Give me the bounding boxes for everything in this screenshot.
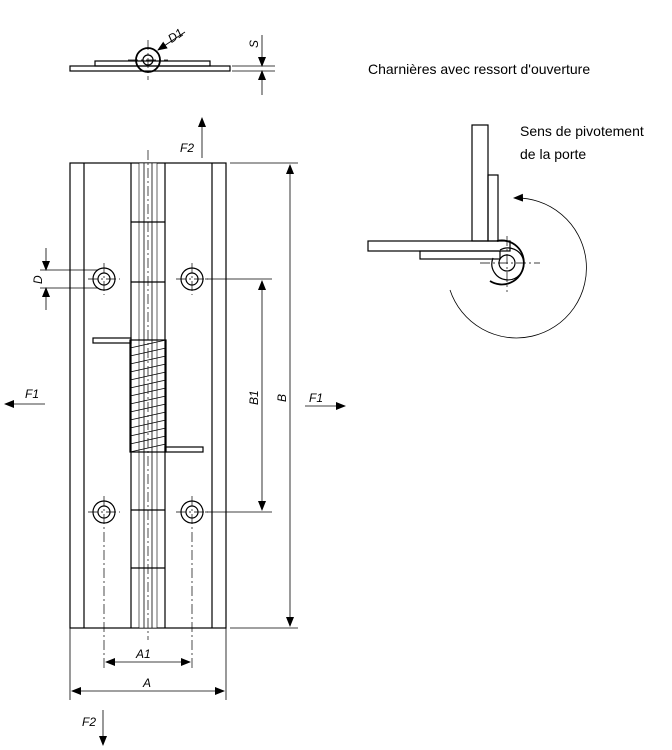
dim-b1 xyxy=(205,278,272,513)
dim-a1-label: A1 xyxy=(135,647,151,661)
hinge-profile-view xyxy=(69,31,275,95)
pivot-text-line1: Sens de pivotement xyxy=(520,123,644,139)
caption-text: Charnières avec ressort d'ouverture xyxy=(368,61,590,77)
dim-a xyxy=(69,628,227,700)
pivot-detail-view xyxy=(367,124,587,339)
dim-a-label: A xyxy=(142,676,151,690)
dim-d xyxy=(40,248,98,310)
hinge-front-view xyxy=(69,150,227,670)
pivot-text-line2: de la porte xyxy=(520,146,586,162)
dim-d-label: D xyxy=(31,275,45,284)
force-f2-bottom-label: F2 xyxy=(82,715,96,729)
force-arrows xyxy=(4,117,346,746)
dim-b1-label: B1 xyxy=(247,390,261,405)
force-f2-top-label: F2 xyxy=(180,141,194,155)
dim-b-label: B xyxy=(275,394,289,402)
force-f1-right-label: F1 xyxy=(309,391,323,405)
force-f1-left-label: F1 xyxy=(25,387,39,401)
dim-b xyxy=(230,162,298,629)
dim-s-label: S xyxy=(247,40,261,48)
